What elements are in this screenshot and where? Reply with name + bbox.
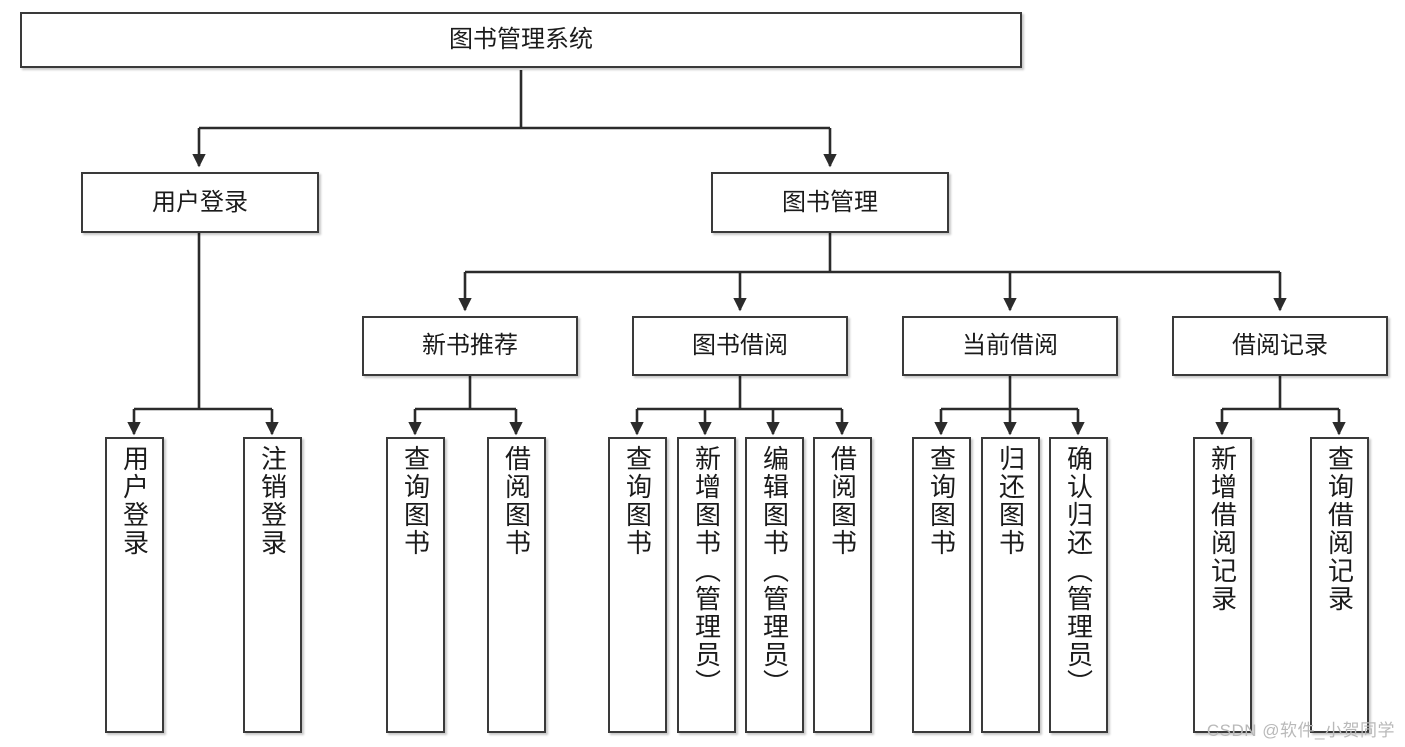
leaf-add-borrow-record-label: 新增借阅记录 bbox=[1207, 445, 1238, 613]
node-current-borrow-label: 当前借阅 bbox=[962, 332, 1058, 360]
node-borrow-record-label: 借阅记录 bbox=[1232, 332, 1328, 360]
leaf-edit-book-admin-label: 编辑图书（管理员） bbox=[759, 445, 790, 697]
node-user-login[interactable]: 用户登录 bbox=[81, 172, 319, 233]
leaf-add-book-admin-label: 新增图书（管理员） bbox=[691, 445, 722, 697]
leaf-return-book[interactable]: 归还图书 bbox=[981, 437, 1040, 733]
node-book-borrow-label: 图书借阅 bbox=[692, 332, 788, 360]
leaf-query-book-borrow-label: 查询图书 bbox=[622, 445, 653, 557]
leaf-user-login[interactable]: 用户登录 bbox=[105, 437, 164, 733]
leaf-borrow-book-label: 借阅图书 bbox=[827, 445, 858, 557]
leaf-edit-book-admin[interactable]: 编辑图书（管理员） bbox=[745, 437, 804, 733]
leaf-query-book-recommend[interactable]: 查询图书 bbox=[386, 437, 445, 733]
node-current-borrow[interactable]: 当前借阅 bbox=[902, 316, 1118, 376]
leaf-confirm-return-admin-label: 确认归还（管理员） bbox=[1063, 445, 1094, 697]
leaf-borrow-book-recommend-label: 借阅图书 bbox=[501, 445, 532, 557]
node-user-login-label: 用户登录 bbox=[152, 188, 248, 216]
node-book-management[interactable]: 图书管理 bbox=[711, 172, 949, 233]
leaf-borrow-book-recommend[interactable]: 借阅图书 bbox=[487, 437, 546, 733]
node-new-book-recommend[interactable]: 新书推荐 bbox=[362, 316, 578, 376]
leaf-borrow-book[interactable]: 借阅图书 bbox=[813, 437, 872, 733]
leaf-query-book-current[interactable]: 查询图书 bbox=[912, 437, 971, 733]
leaf-query-borrow-record-label: 查询借阅记录 bbox=[1324, 445, 1355, 613]
node-book-management-label: 图书管理 bbox=[782, 188, 878, 216]
node-book-borrow[interactable]: 图书借阅 bbox=[632, 316, 848, 376]
leaf-add-borrow-record[interactable]: 新增借阅记录 bbox=[1193, 437, 1252, 733]
leaf-query-borrow-record[interactable]: 查询借阅记录 bbox=[1310, 437, 1369, 733]
csdn-watermark: CSDN @软件_小贺同学 bbox=[1206, 721, 1395, 740]
node-root-label: 图书管理系统 bbox=[449, 26, 593, 54]
leaf-query-book-borrow[interactable]: 查询图书 bbox=[608, 437, 667, 733]
leaf-query-book-current-label: 查询图书 bbox=[926, 445, 957, 557]
leaf-return-book-label: 归还图书 bbox=[995, 445, 1026, 557]
node-new-book-recommend-label: 新书推荐 bbox=[422, 332, 518, 360]
leaf-logout[interactable]: 注销登录 bbox=[243, 437, 302, 733]
node-borrow-record[interactable]: 借阅记录 bbox=[1172, 316, 1388, 376]
leaf-add-book-admin[interactable]: 新增图书（管理员） bbox=[677, 437, 736, 733]
leaf-query-book-recommend-label: 查询图书 bbox=[400, 445, 431, 557]
node-root[interactable]: 图书管理系统 bbox=[20, 12, 1022, 68]
leaf-user-login-label: 用户登录 bbox=[119, 445, 150, 557]
leaf-logout-label: 注销登录 bbox=[257, 445, 288, 557]
leaf-confirm-return-admin[interactable]: 确认归还（管理员） bbox=[1049, 437, 1108, 733]
